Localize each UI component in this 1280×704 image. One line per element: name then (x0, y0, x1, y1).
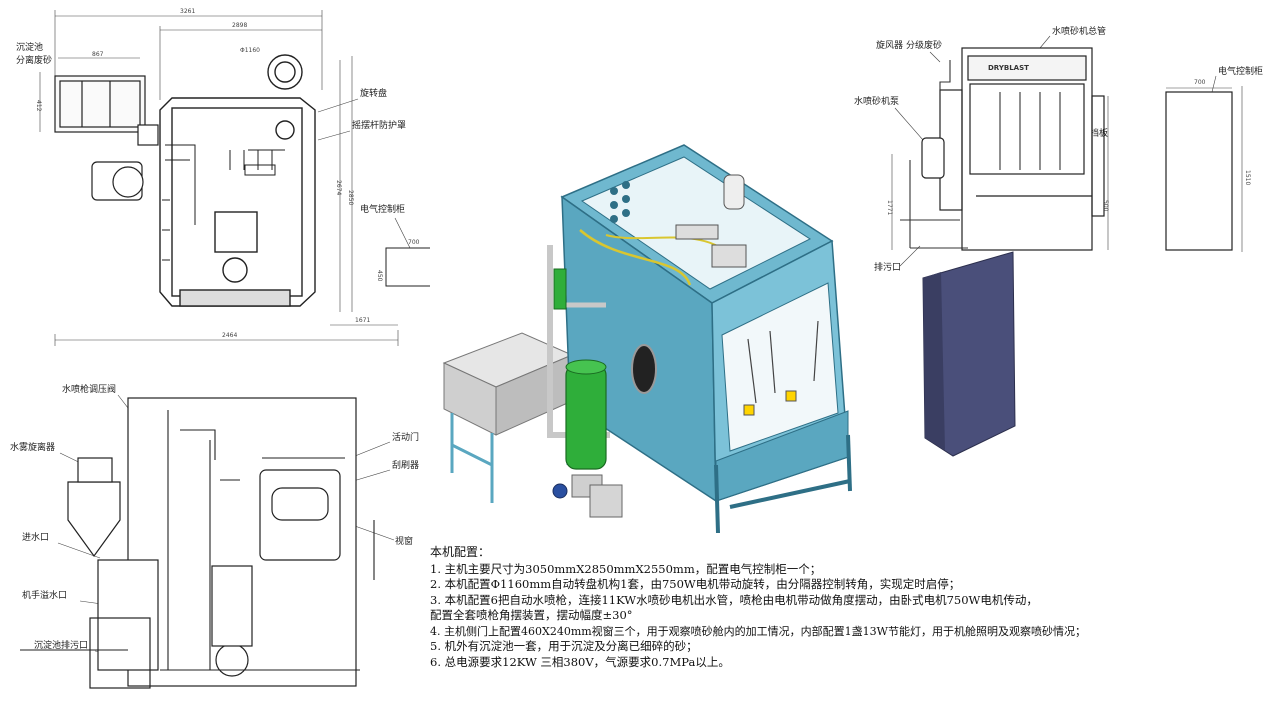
notes-title: 本机配置： (430, 545, 491, 559)
dim-mid: 500 (1102, 200, 1109, 212)
configuration-notes: 本机配置： 1. 主机主要尺寸为3050mmX2850mmX2550mm，配置电… (430, 545, 1275, 670)
dim-bottom-right: 1671 (355, 317, 370, 324)
settling-tank-top (54, 75, 146, 133)
label-drain: 排污口 (874, 261, 901, 273)
dim-cabinet-w: 700 (408, 239, 420, 246)
label-viewing-window: 视窗 (395, 535, 413, 547)
notes-line: 2. 本机配置Φ1160mm自动转盘机构1套，由750W电机带动旋转，由分隔器控… (430, 577, 961, 591)
notes-line: 6. 总电源要求12KW 三相380V，气源要求0.7MPa以上。 (430, 654, 730, 669)
notes-line: 5. 机外有沉淀池一套，用于沉淀及分离已细碎的砂； (430, 639, 698, 653)
top-view-drawing: 3261 2898 867 2464 1671 2674 2850 412 Φ1… (16, 8, 430, 346)
label-guard: 摇摆杆防护罩 (352, 119, 406, 131)
label-control-cabinet-front: 电气控制柜 (1218, 65, 1263, 77)
control-cabinet-front (1165, 91, 1233, 251)
dim-bottom-total: 2464 (222, 332, 237, 339)
label-separator-sand: 分级废砂 (906, 39, 942, 51)
label-top-fixture: 水喷砂机总管 (1052, 25, 1106, 37)
label-baffle: 挡板 (1090, 127, 1108, 139)
dim-cab-w: 700 (1194, 79, 1206, 86)
brand-label: DRYBLAST (988, 64, 1029, 72)
label-manual-overflow: 机手溢水口 (22, 589, 67, 601)
label-moving-door: 活动门 (392, 431, 419, 443)
water-pump-3d (552, 268, 623, 518)
side-view-drawing: 水喷枪调压阀 水雾旋离器 进水口 机手溢水口 沉淀池排污口 活动门 刮刷器 视窗 (10, 383, 419, 689)
machine-side-outline (67, 397, 357, 689)
dim-total-width: 3261 (180, 8, 195, 15)
label-wiper: 刮刷器 (392, 459, 419, 471)
label-water-separator: 水雾旋离器 (10, 441, 55, 453)
dim-height: 2850 (347, 190, 354, 205)
label-water-pump: 水喷砂机泵 (854, 95, 899, 107)
label-drain-port: 进水口 (22, 531, 49, 543)
dim-tank-width: 867 (92, 51, 104, 58)
control-cabinet-top (385, 247, 430, 287)
notes-line: 4. 主机侧门上配置460X240mm视窗三个，用于观察喷砂舱内的加工情况，内部… (430, 624, 1086, 638)
dim-total-h: 1771 (886, 200, 893, 215)
label-water-gun-valve: 水喷枪调压阀 (62, 383, 116, 395)
pump-top (91, 124, 159, 201)
dim-inner-width: 2898 (232, 22, 247, 29)
dim-cab-h: 1510 (1244, 170, 1251, 185)
dim-diameter: Φ1160 (240, 47, 260, 54)
label-control-cabinet: 电气控制柜 (360, 203, 405, 215)
label-hydraulic-motor: 旋转盘 (360, 87, 387, 99)
label-cyclone: 旋风器 (876, 39, 903, 51)
machine-3d-render (442, 144, 852, 534)
dim-cabinet-h: 450 (376, 270, 383, 282)
machine-top-outline (159, 54, 316, 307)
dim-small: 412 (35, 100, 42, 112)
label-settling-drain: 沉淀池排污口 (34, 639, 88, 651)
dim-side: 2674 (335, 180, 342, 195)
machine-front-outline (921, 47, 1105, 251)
notes-line: 1. 主机主要尺寸为3050mmX2850mmX2550mm，配置电气控制柜一个… (430, 561, 822, 576)
front-view-drawing: 旋风器 分级废砂 水喷砂机泵 水喷砂机总管 电气控制柜 挡板 排污口 DRYBL… (854, 25, 1263, 273)
control-cabinet-3d (922, 251, 1016, 457)
notes-line: 3. 本机配置6把自动水喷枪，连接11KW水喷砂电机出水管，喷枪由电机带动做角度… (430, 592, 1038, 607)
label-settling-tank: 沉淀池 (16, 41, 43, 53)
label-separated-sand: 分离废砂 (16, 54, 52, 66)
notes-line: 配置全套喷枪角摆装置，摆动幅度±30° (430, 608, 633, 622)
